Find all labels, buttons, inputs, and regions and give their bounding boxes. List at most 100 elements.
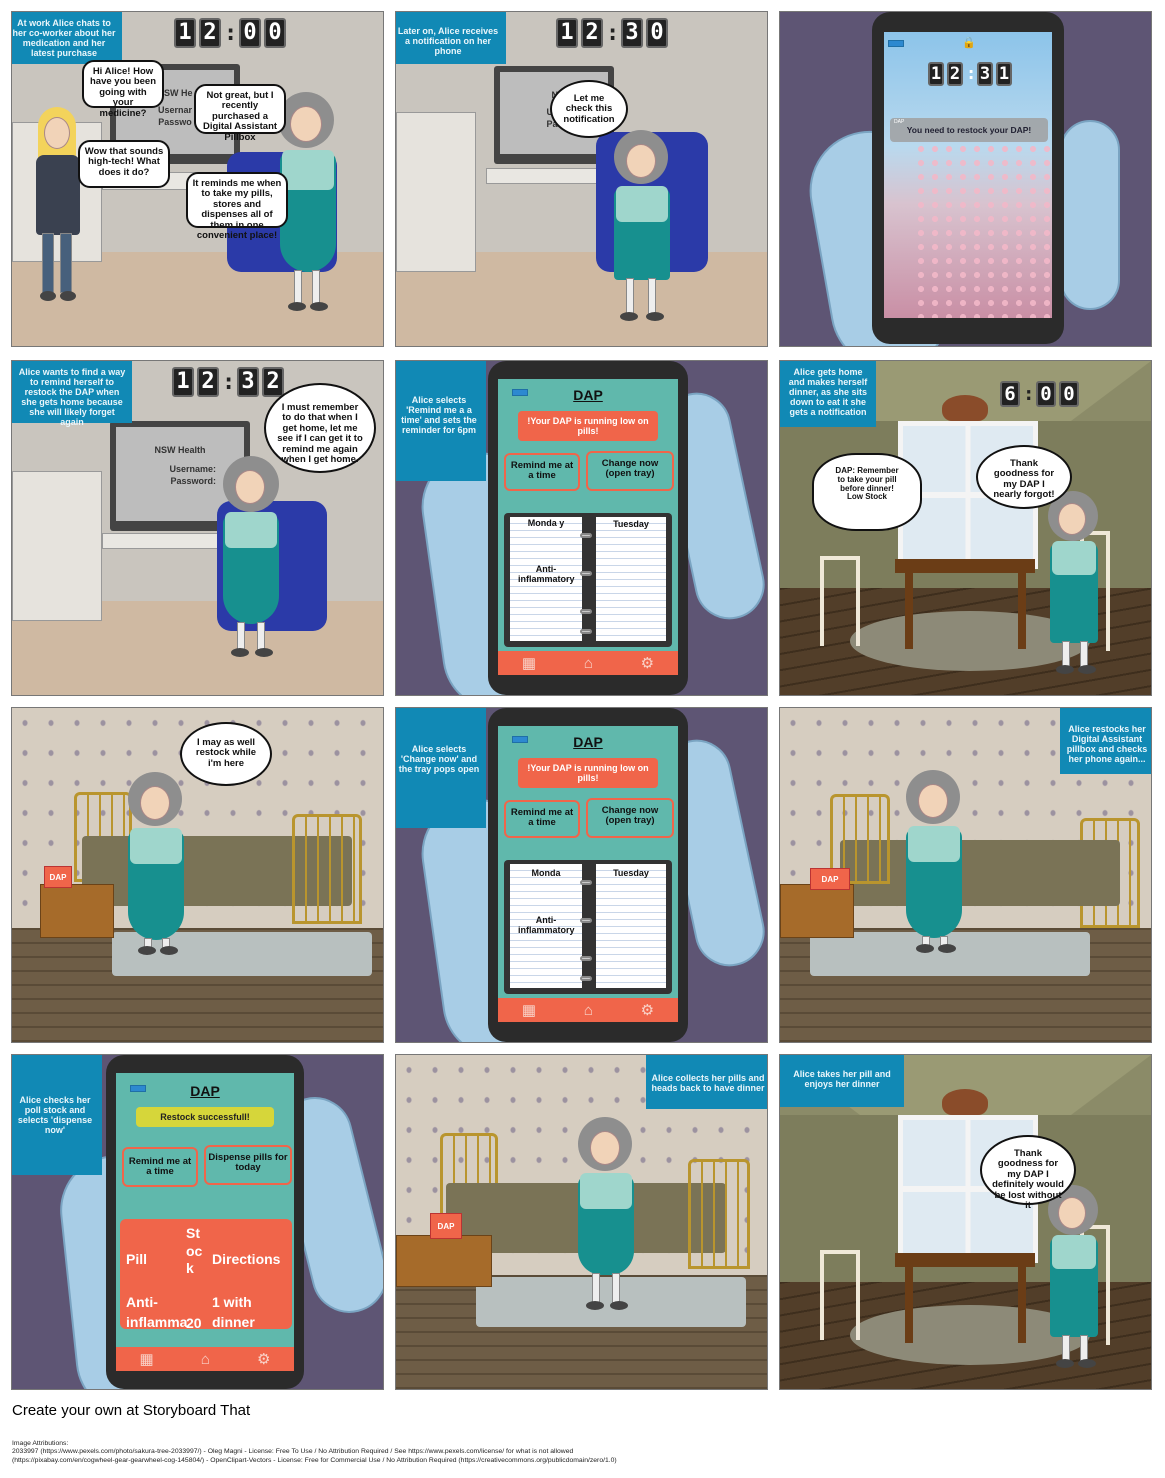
alice: [274, 92, 344, 317]
dispense-pills-button[interactable]: Dispense pills for today: [204, 1145, 292, 1185]
caption-2: Later on, Alice receives a notification …: [396, 12, 506, 64]
panel-8: DAP !Your DAP is running low on pills! R…: [395, 707, 768, 1043]
phone-screen: 🔒 1 2 : 3 1 DAP You need to restock your…: [884, 32, 1052, 318]
battery-icon: [512, 389, 528, 396]
phone-screen: DAP Restock successfull! Remind me at a …: [116, 1073, 294, 1371]
phone: DAP !Your DAP is running low on pills! R…: [488, 361, 688, 695]
caption-10: Alice checks her poll stock and selects …: [12, 1055, 102, 1175]
table-cell: 1 with dinner: [212, 1294, 255, 1329]
bed-footboard: [292, 814, 362, 924]
home-icon[interactable]: ⌂: [200, 1350, 210, 1368]
alice: [122, 772, 192, 962]
image-attributions: Image Attributions: 2033997 (https://www…: [12, 1440, 617, 1464]
nightstand: [396, 1235, 492, 1287]
caption-11: Alice collects her pills and heads back …: [646, 1055, 767, 1109]
pill-stock-table: Pill St oc k Directions Anti- inflamma 2…: [120, 1219, 292, 1329]
bed-footboard: [688, 1159, 750, 1269]
caption-8: Alice selects 'Change now' and the tray …: [396, 708, 486, 828]
bed-headboard: [830, 794, 890, 884]
panel-7: DAP I may as well restock while i'm here: [11, 707, 384, 1043]
battery-icon: [888, 40, 904, 47]
table-cell: Anti- inflamma: [126, 1294, 188, 1329]
change-now-button[interactable]: Change now (open tray): [586, 798, 674, 838]
alice: [572, 1117, 642, 1317]
planner-page-monday: Monda Anti-inflammatory: [510, 864, 582, 988]
chair-left: [820, 556, 860, 646]
phone-screen: DAP !Your DAP is running low on pills! R…: [498, 726, 678, 1022]
caption-6: Alice gets home and makes herself dinner…: [780, 361, 876, 427]
speech-bubble-1: Hi Alice! How have you been going with y…: [82, 60, 164, 118]
battery-icon: [130, 1085, 146, 1092]
panel-3: 🔒 1 2 : 3 1 DAP You need to restock your…: [779, 11, 1152, 347]
panel-5: DAP !Your DAP is running low on pills! R…: [395, 360, 768, 696]
planner-page-tuesday: Tuesday: [596, 864, 666, 988]
calendar-clock-icon[interactable]: ▦: [521, 655, 537, 672]
lock-icon: 🔒: [962, 37, 976, 49]
cherry-blossom: [914, 142, 1052, 318]
ceiling-lamp: [942, 395, 988, 421]
clock-2: 1 2 : 3 0: [556, 18, 668, 48]
chair-left: [820, 1250, 860, 1340]
app-nav-bar: ▦ ⌂ ⚙: [498, 651, 678, 675]
notification[interactable]: DAP You need to restock your DAP!: [890, 118, 1048, 142]
app-nav-bar: ▦ ⌂ ⚙: [116, 1347, 294, 1371]
dap-pillbox[interactable]: DAP: [430, 1213, 462, 1239]
gear-icon[interactable]: ⚙: [640, 1002, 655, 1019]
phone: DAP Restock successfull! Remind me at a …: [106, 1055, 304, 1389]
phone-screen: DAP !Your DAP is running low on pills! R…: [498, 379, 678, 675]
app-title: DAP: [573, 387, 603, 403]
table-cell: 20: [186, 1315, 202, 1329]
table-header: St oc k: [186, 1225, 203, 1276]
thought-bubble: I must remember to do that when I get ho…: [264, 383, 376, 473]
notification-burst: DAP: Remember to take your pill before d…: [812, 453, 922, 531]
dap-pillbox[interactable]: DAP: [44, 866, 72, 888]
panel-6: Alice gets home and makes herself dinner…: [779, 360, 1152, 696]
panel-11: DAP Alice collects her pills and heads b…: [395, 1054, 768, 1390]
partition: [12, 471, 102, 621]
hand: [1060, 120, 1120, 310]
panel-12: Alice takes her pill and enjoys her dinn…: [779, 1054, 1152, 1390]
gear-icon[interactable]: ⚙: [256, 1351, 271, 1368]
panel-1: NSW He Usernar Passwo At work Alice chat…: [11, 11, 384, 347]
calendar-clock-icon[interactable]: ▦: [139, 1351, 154, 1368]
caption-4: Alice wants to find a way to remind hers…: [12, 361, 132, 427]
panel-9: DAP Alice restocks her Digital Assistant…: [779, 707, 1152, 1043]
alice: [900, 770, 970, 960]
phone: 🔒 1 2 : 3 1 DAP You need to restock your…: [872, 12, 1064, 344]
remind-me-button[interactable]: Remind me at a time: [504, 453, 580, 491]
thought-bubble: Thank goodness for my DAP I nearly forgo…: [976, 445, 1072, 509]
caption-9: Alice restocks her Digital Assistant pil…: [1060, 708, 1151, 774]
coworker: [34, 107, 84, 307]
clock-4: 1 2 : 3 2: [172, 367, 284, 397]
remind-me-button[interactable]: Remind me at a time: [504, 800, 580, 838]
remind-me-button[interactable]: Remind me at a time: [122, 1147, 198, 1187]
dining-table: [895, 1253, 1035, 1267]
clock-3: 1 2 : 3 1: [928, 62, 1012, 86]
gear-icon[interactable]: ⚙: [640, 655, 655, 672]
panel-4: NSW Health Username: Password: Alice wan…: [11, 360, 384, 696]
partition: [396, 112, 476, 272]
thought-bubble: Let me check this notification: [550, 80, 628, 138]
pill-planner: Monda Anti-inflammatory Tuesday: [504, 860, 672, 994]
speech-bubble-4: It reminds me when to take my pills, sto…: [186, 172, 288, 241]
dining-table: [895, 559, 1035, 573]
calendar-clock-icon[interactable]: ▦: [521, 1002, 537, 1019]
storyboard-credit[interactable]: Create your own at Storyboard That: [12, 1402, 251, 1419]
low-pill-alert: !Your DAP is running low on pills!: [518, 758, 658, 788]
alice: [217, 456, 287, 666]
dap-pillbox[interactable]: DAP: [810, 868, 850, 890]
planner-page-tuesday: Tuesday: [596, 517, 666, 641]
ceiling-lamp: [942, 1089, 988, 1115]
low-pill-alert: !Your DAP is running low on pills!: [518, 411, 658, 441]
panel-10: DAP Restock successfull! Remind me at a …: [11, 1054, 384, 1390]
home-icon[interactable]: ⌂: [583, 1001, 593, 1019]
nightstand: [780, 884, 854, 938]
alice: [1046, 1185, 1106, 1375]
change-now-button[interactable]: Change now (open tray): [586, 451, 674, 491]
app-title: DAP: [573, 734, 603, 750]
app-title: DAP: [190, 1083, 220, 1099]
home-icon[interactable]: ⌂: [583, 654, 593, 672]
panel-2: NS Us Passwo Later on, Alice receives a …: [395, 11, 768, 347]
phone: DAP !Your DAP is running low on pills! R…: [488, 708, 688, 1042]
restock-success-alert: Restock successfull!: [136, 1107, 274, 1127]
